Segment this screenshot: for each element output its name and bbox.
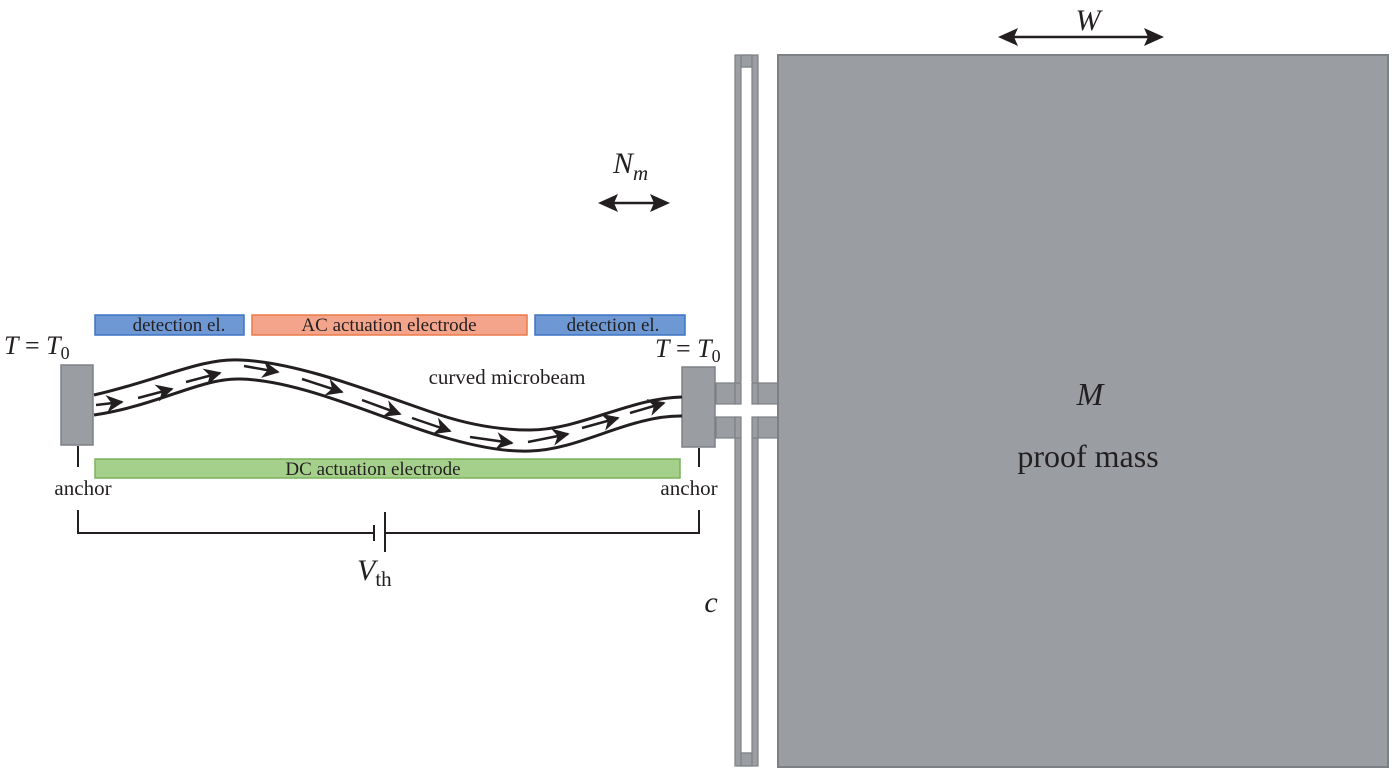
ac-actuation-electrode-label: AC actuation electrode [301,315,476,336]
dc-actuation-electrode-label: DC actuation electrode [285,459,460,480]
temperature-label-left: T = T0 [4,331,70,363]
detection-electrode-left-label: detection el. [133,315,226,336]
proof-mass-label: proof mass [1017,438,1158,474]
mass-symbol-label: M [1076,376,1106,412]
proof-mass: M proof mass [777,54,1389,768]
anchor-label-left: anchor [54,476,111,500]
temperature-label-right: T = T0 [655,334,721,366]
width-double-arrow-icon [998,28,1164,46]
voltage-label: Vth [357,554,392,591]
electrodes: detection el. AC actuation electrode det… [94,314,686,480]
anchor-right [681,366,716,448]
voltage-circuit [77,510,700,552]
detection-electrode-right: detection el. [534,314,686,336]
current-flow-arrows [95,360,666,450]
curved-microbeam-label: curved microbeam [429,365,586,389]
curved-microbeam: curved microbeam [93,358,683,453]
dc-actuation-electrode: DC actuation electrode [94,458,681,480]
ac-actuation-electrode: AC actuation electrode [251,314,528,336]
anchor-left [60,364,94,446]
width-label: W [1076,4,1104,37]
detection-electrode-right-label: detection el. [567,315,660,336]
anchor-label-right: anchor [660,476,717,500]
folded-spring [715,54,779,767]
nm-label: Nm [612,147,648,185]
detection-electrode-left: detection el. [94,314,245,336]
c-label: c [704,586,717,619]
nm-double-arrow-icon [598,194,670,212]
